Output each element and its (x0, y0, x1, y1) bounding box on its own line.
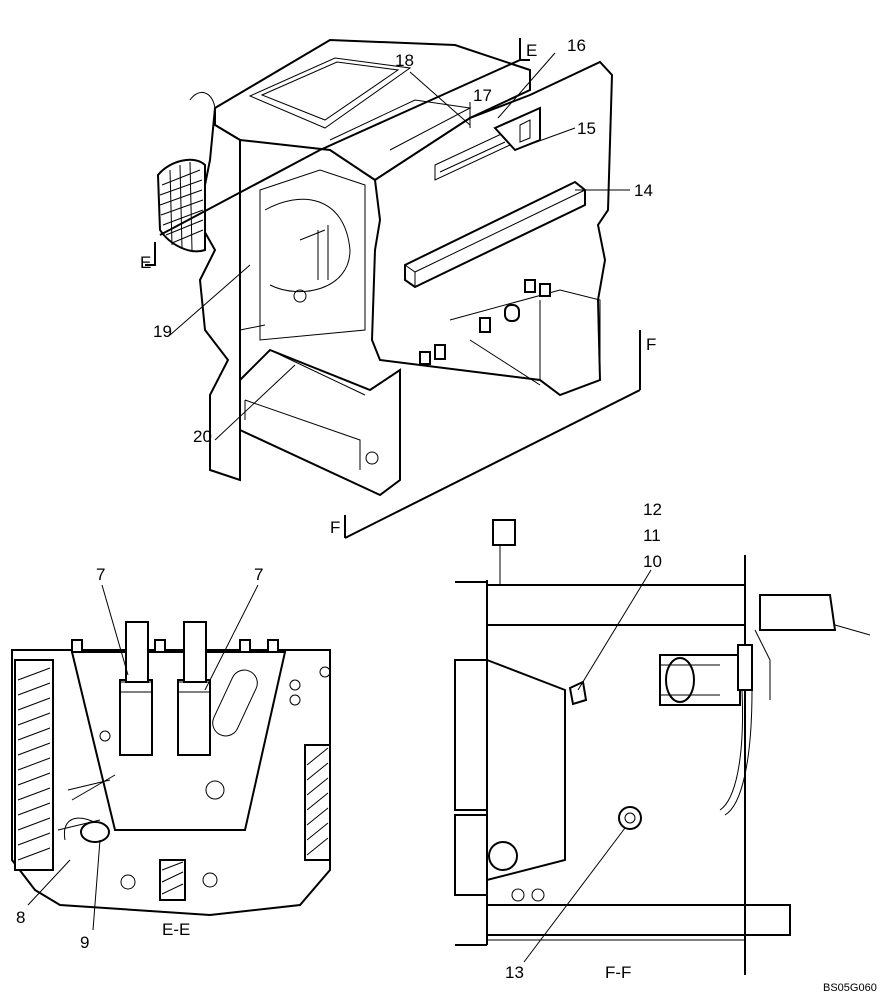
callout-12: 12 (643, 500, 662, 519)
callout-14: 14 (634, 181, 653, 200)
section-marker-f-left: F (330, 518, 340, 537)
callout-10: 10 (643, 552, 662, 571)
callout-19: 19 (153, 322, 172, 341)
section-view-ff (454, 519, 871, 975)
callout-17: 17 (473, 86, 492, 105)
radiator-core (14, 659, 54, 871)
isometric-housing-view (145, 38, 641, 539)
drawing-reference: BS05G060 (823, 982, 877, 994)
callout-20: 20 (193, 427, 212, 446)
callout-13: 13 (505, 963, 524, 982)
section-marker-e-left: E (140, 253, 151, 272)
view-title-ee: E-E (162, 920, 190, 939)
callout-9: 9 (80, 933, 89, 952)
callout-11: 11 (643, 526, 661, 545)
view-title-ff: F-F (605, 963, 631, 982)
callout-18: 18 (395, 51, 414, 70)
section-view-ee (11, 584, 331, 931)
bar-part-14 (404, 180, 586, 289)
section-marker-f-right: F (646, 335, 656, 354)
callout-8: 8 (16, 908, 25, 927)
fan-grille (156, 158, 206, 253)
callout-15: 15 (577, 119, 596, 138)
section-marker-e-top: E (526, 41, 537, 60)
callout-7-left: 7 (96, 565, 105, 584)
callout-16: 16 (567, 36, 586, 55)
callout-7-right: 7 (254, 565, 263, 584)
